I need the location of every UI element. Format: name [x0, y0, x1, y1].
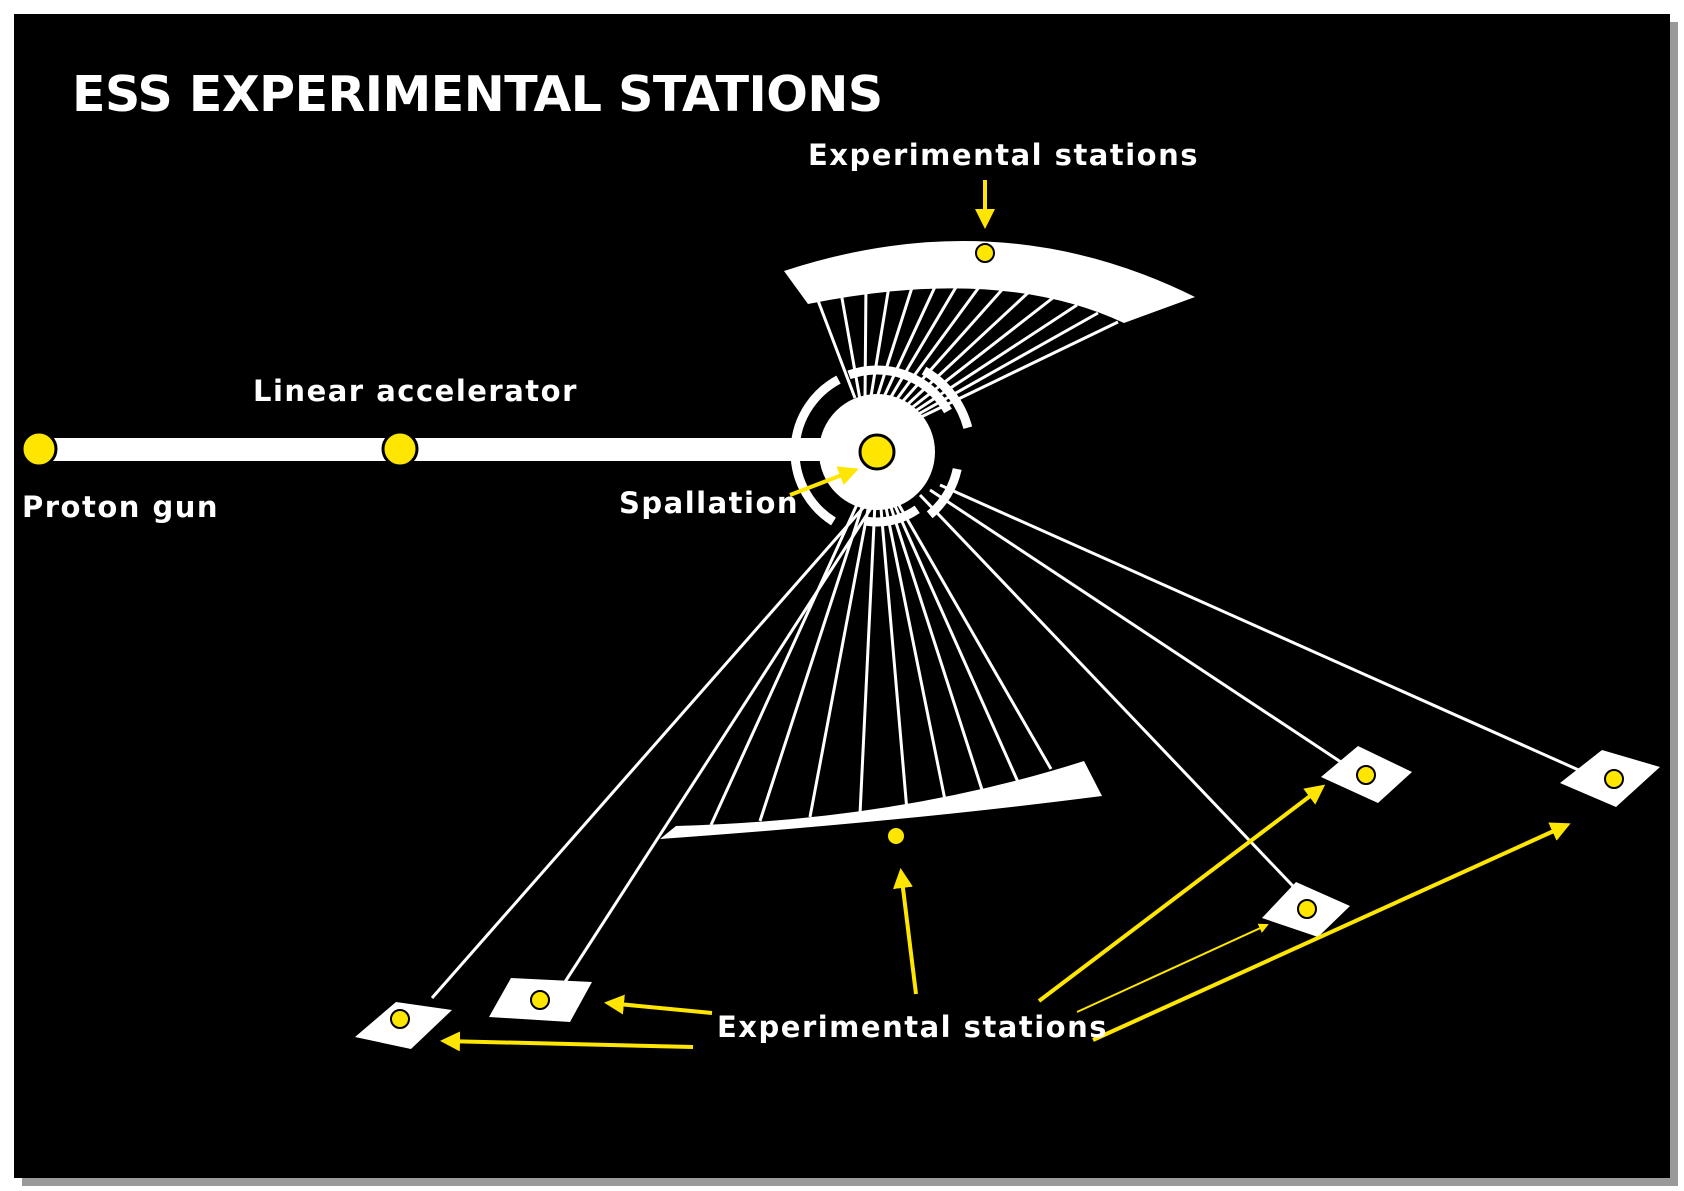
lower-station-hall	[660, 761, 1102, 839]
long-beam-guide-5	[939, 483, 1611, 786]
station-pad-dot-3	[1297, 899, 1317, 919]
lower-beam-guide-4	[858, 496, 877, 815]
proton-gun-label: Proton gun	[22, 490, 219, 524]
diagram-panel	[14, 14, 1670, 1178]
station-pad-dot-4	[1356, 765, 1376, 785]
long-beam-guide-1	[430, 499, 872, 999]
lower-beam-guide-9	[893, 496, 1053, 770]
lower-beam-guide-5	[878, 496, 909, 812]
accelerator-node	[381, 430, 419, 468]
experimental-stations-top-label: Experimental stations	[808, 138, 1199, 172]
upper-beam-guide-2	[838, 286, 862, 400]
long-beam-guide-4	[929, 488, 1366, 780]
long-beam-guide-3	[918, 493, 1313, 907]
lower-beam-guide-8	[889, 496, 1020, 783]
shielding-arcs	[790, 365, 973, 527]
remote-stations	[355, 746, 1660, 1049]
beamline	[38, 438, 868, 461]
lower-beam-guide-1	[709, 496, 862, 826]
experimental-stations-bottom-label: Experimental stations	[717, 1010, 1108, 1044]
arrow-station-pad-3	[1076, 923, 1269, 1013]
station-pad-dot-2	[530, 990, 550, 1010]
arrow-station-pad-2	[604, 994, 713, 1015]
upper-beam-guide-10	[898, 288, 1033, 413]
station-halls	[660, 240, 1195, 846]
linear-accelerator-label: Linear accelerator	[253, 374, 578, 408]
upper-beam-guide-4	[868, 279, 892, 403]
lower-beam-guide-3	[808, 496, 872, 818]
spallation-node	[858, 433, 896, 471]
arrow-station-pad-5	[1092, 822, 1571, 1042]
lower-beam-guide-7	[886, 496, 986, 797]
upper-beam-guide-1	[812, 289, 857, 399]
lower-beam-guide-2	[758, 496, 867, 822]
long-beam-guide-2	[561, 501, 877, 986]
upper-station-hall	[784, 240, 1195, 323]
arrow-lower-hall	[893, 868, 918, 995]
arrow-station-pad-4	[1037, 784, 1326, 1003]
upper-beam-guide-7	[883, 276, 964, 408]
lower-beam-guide-6	[882, 496, 948, 806]
page-title: ESS EXPERIMENTAL STATIONS	[72, 66, 883, 123]
upper-beam-guide-5	[873, 277, 917, 405]
upper-beam-guide-3	[863, 282, 868, 402]
upper-beam-guide-8	[888, 278, 987, 410]
arrow-spallation	[789, 466, 859, 497]
upper-hall-station-dot	[975, 243, 995, 263]
upper-beam-guide-13	[914, 311, 1099, 418]
upper-beam-guide-6	[878, 275, 942, 407]
linear-accelerator	[20, 430, 868, 468]
upper-beam-guide-9	[893, 282, 1010, 411]
arrow-station-pad-1	[440, 1031, 694, 1052]
proton-gun-node	[20, 430, 58, 468]
spallation-label: Spallation	[619, 486, 799, 520]
lower-hall-station-dot	[886, 826, 906, 846]
station-pad-dot-5	[1604, 769, 1624, 789]
station-pad-dot-1	[390, 1009, 410, 1029]
pointer-arrows	[440, 180, 1571, 1052]
neutron-beam-guides	[430, 275, 1611, 999]
